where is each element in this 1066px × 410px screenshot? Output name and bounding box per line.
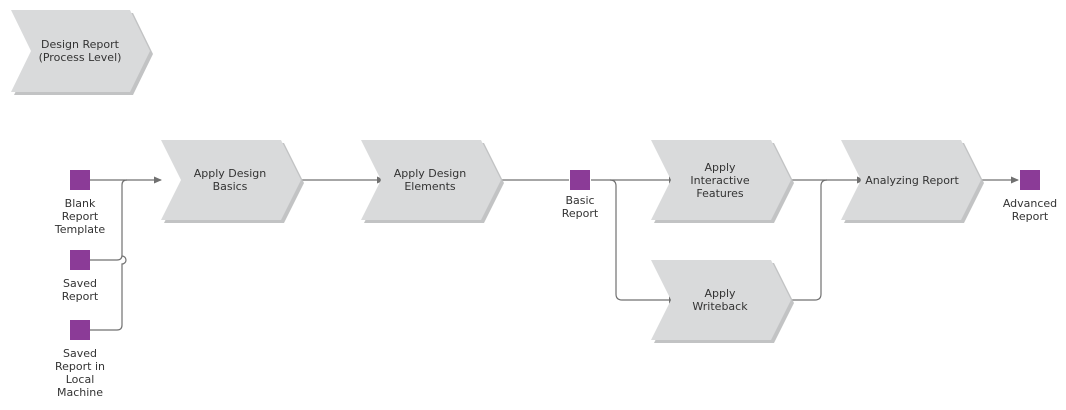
process-analyzing-report-shape	[841, 140, 984, 223]
data-label-line: Report in	[55, 360, 105, 373]
data-label-advanced-report: Advanced Report	[990, 197, 1066, 223]
data-object-blank-report-template	[70, 170, 90, 190]
data-label-saved-report: Saved Report	[40, 277, 120, 303]
process-apply-design-basics-shape	[161, 140, 304, 223]
data-label-line: Local	[65, 373, 95, 386]
data-object-saved-report	[70, 250, 90, 270]
data-label-line: Template	[54, 223, 106, 236]
data-label-line: Machine	[56, 386, 104, 399]
data-label-saved-report-local: Saved Report in Local Machine	[40, 347, 120, 399]
data-label-line: Report	[61, 290, 99, 303]
header-chevron	[11, 10, 153, 95]
data-label-line: Advanced	[1002, 197, 1058, 210]
process-apply-writeback-shape	[651, 260, 794, 343]
process-apply-design-elements-shape	[361, 140, 504, 223]
data-label-line: Saved	[63, 347, 97, 360]
connector-basic-report-to-writeback	[609, 179, 677, 304]
data-label-line: Saved	[63, 277, 97, 290]
data-label-basic-report: Basic Report	[540, 194, 620, 220]
connector-writeback-to-analyzing	[790, 179, 828, 301]
process-apply-interactive-features-shape	[651, 140, 794, 223]
data-label-line: Blank	[64, 197, 96, 210]
data-label-line: Report	[561, 207, 599, 220]
data-object-basic-report	[570, 170, 590, 190]
data-label-line: Report	[61, 210, 99, 223]
data-object-advanced-report	[1020, 170, 1040, 190]
data-label-line: Basic	[565, 194, 595, 207]
connector-saved-report-merge	[90, 179, 128, 261]
data-object-saved-report-local	[70, 320, 90, 340]
data-label-blank-report-template: Blank Report Template	[40, 197, 120, 236]
connector-saved-local-merge	[90, 255, 127, 331]
data-label-line: Report	[1011, 210, 1049, 223]
